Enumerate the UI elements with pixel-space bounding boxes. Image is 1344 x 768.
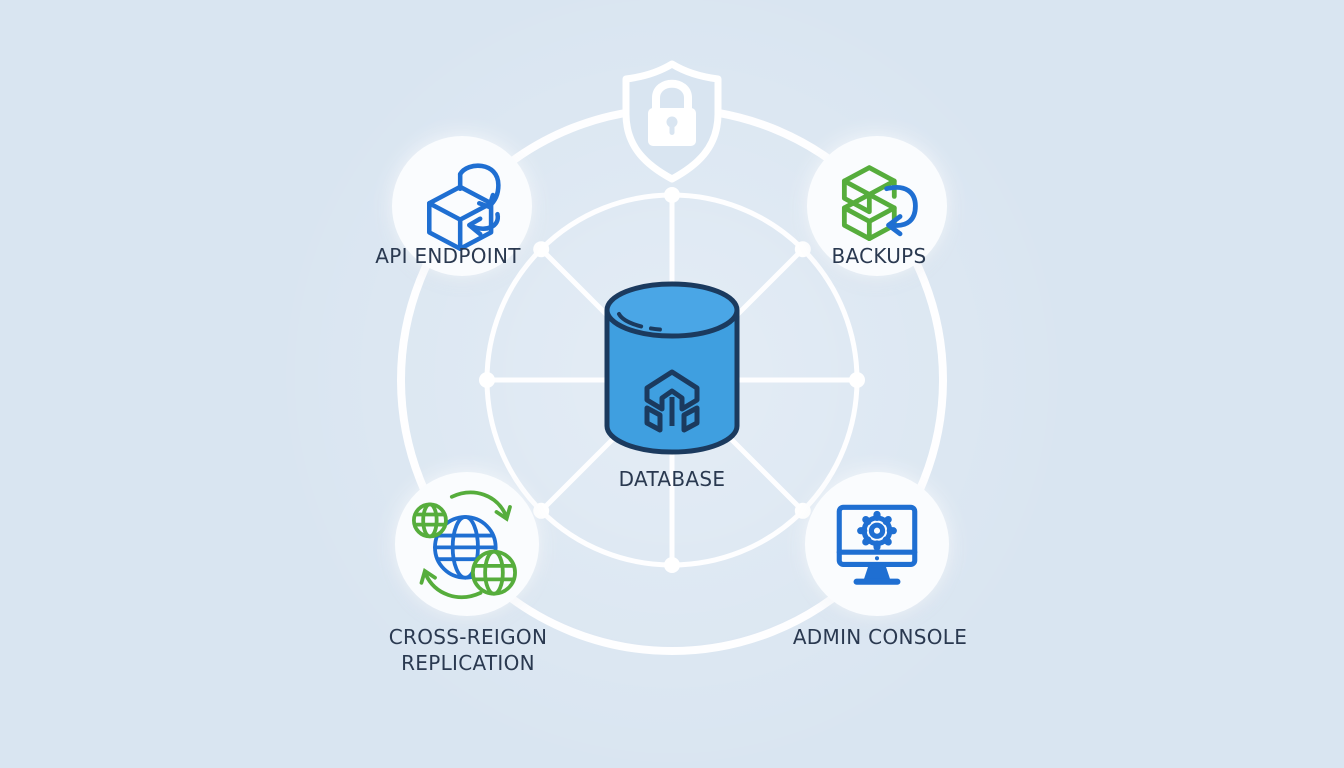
- globes-replication-icon: [412, 490, 517, 599]
- monitor-gear-icon: [836, 504, 918, 585]
- database-cylinder-icon: [597, 278, 747, 463]
- label-backups: BACKUPS: [831, 244, 927, 268]
- satellite-admin-console: [805, 472, 949, 616]
- cylinder-highlight-dash: [617, 312, 669, 332]
- label-cross-region-replication: CROSS-REIGON REPLICATION: [389, 624, 547, 676]
- satellite-cross-region-replication: [395, 472, 539, 616]
- satellite-backups: [807, 136, 947, 276]
- label-admin-console: ADMIN CONSOLE: [792, 625, 968, 649]
- stacked-cubes-restore-icon: [841, 165, 918, 242]
- database-logo-glyph: [644, 369, 700, 433]
- label-api-endpoint: API ENDPOINT: [375, 244, 521, 268]
- label-database: DATABASE: [618, 467, 726, 491]
- satellite-api-endpoint: [392, 136, 532, 276]
- gear-icon: [857, 510, 897, 551]
- security-shield-lock-icon: [614, 58, 730, 184]
- box-sync-arrows-icon: [427, 163, 501, 251]
- label-cross-region-line1: CROSS-REIGON: [388, 625, 548, 649]
- spoke-nodes: [479, 187, 865, 573]
- label-cross-region-line2: REPLICATION: [401, 651, 535, 675]
